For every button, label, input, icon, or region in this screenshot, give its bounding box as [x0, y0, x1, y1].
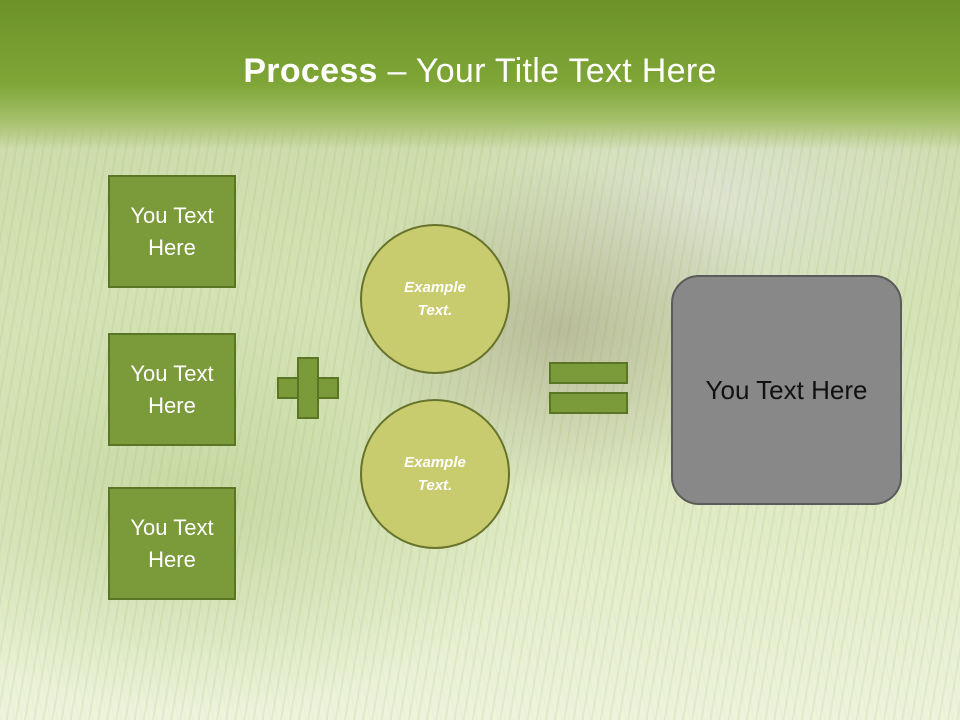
- result-box: You Text Here: [671, 275, 902, 505]
- text-box-1: You Text Here: [108, 175, 236, 288]
- plus-icon: [277, 357, 339, 419]
- text-box-3: You Text Here: [108, 487, 236, 600]
- example-circle-2-label: Example Text.: [404, 454, 466, 494]
- title-rest: – Your Title Text Here: [377, 52, 717, 90]
- equals-bottom-bar: [549, 392, 628, 414]
- result-box-label: You Text Here: [705, 374, 868, 405]
- plus-center: [299, 379, 317, 397]
- example-circle-1: Example Text.: [360, 224, 510, 374]
- example-circle-2: Example Text.: [360, 399, 510, 549]
- title-bold: Process: [243, 52, 378, 90]
- text-box-2-label: You Text Here: [130, 360, 214, 418]
- equals-top-bar: [549, 362, 628, 384]
- text-box-1-label: You Text Here: [130, 202, 214, 260]
- text-box-2: You Text Here: [108, 333, 236, 446]
- header-band: [0, 0, 960, 150]
- example-circle-1-label: Example Text.: [404, 279, 466, 319]
- equals-icon: [549, 362, 628, 414]
- slide-title: Process – Your Title Text Here: [0, 52, 960, 91]
- text-box-3-label: You Text Here: [130, 514, 214, 572]
